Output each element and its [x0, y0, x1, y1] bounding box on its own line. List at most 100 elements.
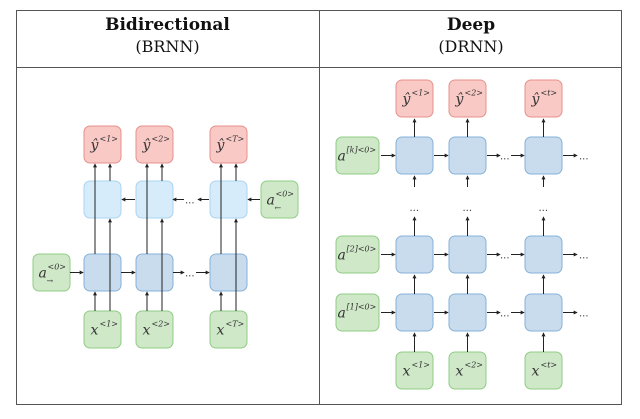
brnn-output-label-sup: <T>	[226, 135, 245, 144]
brnn-forward-cell	[83, 253, 122, 292]
brnn-output-label: ŷ<2>	[142, 135, 171, 154]
brnn-output-label: ŷ<T>	[216, 135, 245, 154]
drnn-output-label-base: ŷ	[402, 91, 412, 108]
drnn-input-label-base: x	[456, 364, 464, 380]
brnn-forward-init-label-sub: →	[47, 277, 54, 286]
drnn-layer-init-box	[335, 136, 380, 175]
brnn-input-label: x<1>	[91, 320, 119, 339]
drnn-title: Deep	[446, 15, 496, 35]
drnn-ellipsis: ...	[463, 203, 473, 214]
drnn-layer-init-box	[335, 293, 380, 332]
brnn-backward-cell	[209, 180, 248, 219]
brnn-input-label: x<T>	[217, 320, 245, 339]
brnn-input-box	[83, 310, 122, 349]
drnn-hidden-cell	[524, 235, 563, 274]
drnn-ellipsis: ...	[500, 309, 510, 320]
brnn-input-label-sup: <T>	[226, 320, 245, 329]
drnn-layer-init-label-sup: [1]<0>	[347, 303, 377, 312]
drnn-input-label: x<t>	[532, 361, 558, 380]
drnn-input-label-sup: <1>	[412, 361, 431, 370]
drnn-input-label-sup: <t>	[541, 361, 558, 370]
brnn-input-label-sup: <1>	[100, 320, 119, 329]
drnn-hidden-cell	[395, 235, 434, 274]
brnn-output-label-sup: <2>	[152, 135, 171, 144]
brnn-forward-ellipsis: ...	[185, 269, 195, 280]
brnn-backward-init-box	[260, 180, 299, 219]
drnn-layer-init-label-base: a	[338, 306, 346, 322]
drnn-output-box	[395, 79, 434, 118]
drnn-layer-init-box	[335, 235, 380, 274]
column-divider	[319, 10, 320, 405]
brnn-output-box	[209, 125, 248, 164]
drnn-output-label-base: ŷ	[531, 91, 541, 108]
brnn-output-label-base: ŷ	[216, 137, 226, 154]
drnn-ellipsis: ...	[539, 203, 549, 214]
brnn-input-box	[209, 310, 248, 349]
drnn-output-label: ŷ<t>	[531, 89, 558, 108]
brnn-backward-cell	[83, 180, 122, 219]
drnn-input-label-base: x	[403, 364, 411, 380]
brnn-output-box	[83, 125, 122, 164]
brnn-forward-init-label-sup: <0>	[48, 263, 67, 272]
drnn-layer-init-label-sup: [2]<0>	[347, 245, 377, 254]
drnn-output-label-sup: <2>	[465, 89, 484, 98]
drnn-input-label-sup: <2>	[465, 361, 484, 370]
drnn-ellipsis: ...	[410, 203, 420, 214]
brnn-forward-cell	[209, 253, 248, 292]
brnn-input-label: x<2>	[143, 320, 171, 339]
brnn-input-box	[135, 310, 174, 349]
brnn-output-label-base: ŷ	[90, 137, 100, 154]
drnn-layer-init-label-sup: [k]<0>	[347, 146, 377, 155]
brnn-output-label-sup: <1>	[100, 135, 119, 144]
brnn-output-label-base: ŷ	[142, 137, 152, 154]
drnn-output-label: ŷ<2>	[455, 89, 484, 108]
brnn-backward-init-label-sub: ←	[275, 204, 282, 213]
drnn-layer-init-label-base: a	[338, 149, 346, 165]
drnn-ellipsis: ...	[579, 309, 589, 320]
brnn-header: Bidirectional (BRNN)	[16, 14, 319, 58]
header-divider	[16, 67, 622, 68]
drnn-ellipsis: ...	[500, 251, 510, 262]
drnn-hidden-cell	[448, 136, 487, 175]
drnn-hidden-cell	[448, 293, 487, 332]
drnn-hidden-cell	[524, 136, 563, 175]
brnn-diagram: ŷ<1>ŷ<2>ŷ<T>x<1>x<2>x<T>a<0>→a<0>←......	[32, 125, 299, 349]
drnn-input-label-base: x	[532, 364, 540, 380]
brnn-output-label: ŷ<1>	[90, 135, 119, 154]
drnn-header: Deep (DRNN)	[320, 14, 622, 58]
drnn-ellipsis: ...	[579, 251, 589, 262]
brnn-input-label-base: x	[143, 323, 151, 339]
drnn-layer-init-label-base: a	[338, 248, 346, 264]
drnn-output-label-sup: <t>	[541, 89, 558, 98]
drnn-layer-init-label: a[k]<0>	[338, 146, 377, 165]
drnn-layer-init-label: a[1]<0>	[338, 303, 377, 322]
brnn-backward-init-label-sup: <0>	[276, 190, 295, 199]
brnn-input-label-sup: <2>	[152, 320, 171, 329]
drnn-output-box	[524, 79, 563, 118]
brnn-input-label-base: x	[91, 323, 99, 339]
drnn-output-box	[448, 79, 487, 118]
brnn-input-label-base: x	[217, 323, 225, 339]
drnn-hidden-cell	[448, 235, 487, 274]
drnn-hidden-cell	[395, 293, 434, 332]
drnn-hidden-cell	[524, 293, 563, 332]
drnn-layer-init-label: a[2]<0>	[338, 245, 377, 264]
brnn-title: Bidirectional	[105, 15, 230, 35]
brnn-backward-cell	[135, 180, 174, 219]
drnn-output-label: ŷ<1>	[402, 89, 431, 108]
drnn-ellipsis: ...	[579, 152, 589, 163]
brnn-forward-init-label: a<0> →	[39, 263, 67, 286]
drnn-diagram: ŷ<1>x<1>ŷ<2>x<2>ŷ<t>x<t>a[k]<0>......a[2…	[335, 79, 589, 390]
drnn-subtitle: (DRNN)	[438, 37, 504, 56]
drnn-hidden-cell	[395, 136, 434, 175]
brnn-subtitle: (BRNN)	[135, 37, 200, 56]
brnn-output-box	[135, 125, 174, 164]
drnn-ellipsis: ...	[500, 152, 510, 163]
brnn-backward-init-label-base: a	[267, 193, 275, 209]
drnn-input-label: x<1>	[403, 361, 431, 380]
brnn-backward-ellipsis: ...	[185, 196, 195, 207]
drnn-output-label-sup: <1>	[412, 89, 431, 98]
brnn-forward-init-label-base: a	[39, 266, 47, 282]
brnn-forward-cell	[135, 253, 174, 292]
